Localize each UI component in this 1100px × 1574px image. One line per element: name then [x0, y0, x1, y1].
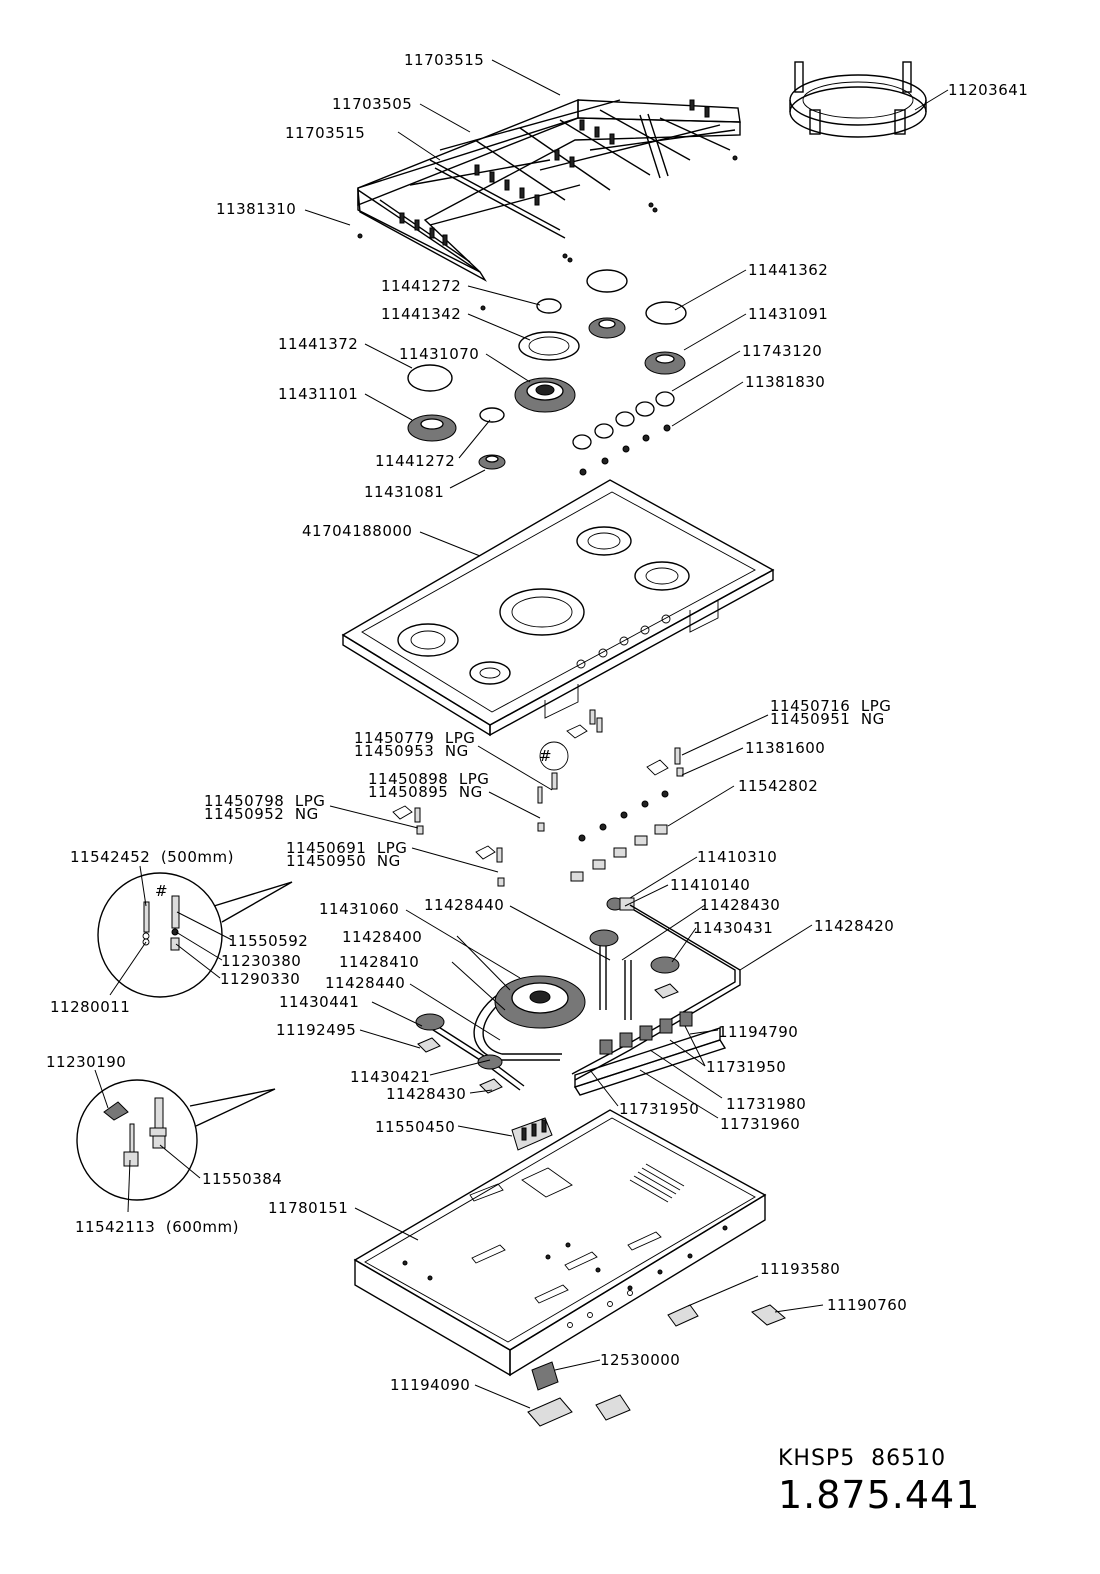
- part-label: 11431060: [319, 900, 399, 918]
- tray-brackets: [527, 1304, 786, 1427]
- gas-manifold-pipes: [415, 897, 741, 1094]
- part-label: 11190760: [827, 1296, 907, 1314]
- part-label: 11428430: [386, 1085, 466, 1103]
- burner-caps: [407, 269, 687, 423]
- part-label: 11194090: [390, 1376, 470, 1394]
- part-label: 11743120: [742, 342, 822, 360]
- part-label: 11430431: [693, 919, 773, 937]
- part-label: 11542802: [738, 777, 818, 795]
- part-label: 11194790: [718, 1023, 798, 1041]
- valves: [570, 790, 669, 882]
- part-label: 11441272: [375, 452, 455, 470]
- part-label: 11441272: [381, 277, 461, 295]
- part-label: 11428400: [342, 928, 422, 946]
- part-label: 11731950: [619, 1100, 699, 1118]
- part-label: 11431091: [748, 305, 828, 323]
- part-label: 11703515: [285, 124, 365, 142]
- part-labels: 11703515 11703505 11703515 11203641 1138…: [46, 51, 1028, 1394]
- wok-ring: [789, 61, 927, 138]
- part-label: 11428440: [424, 896, 504, 914]
- part-label: 11428410: [339, 953, 419, 971]
- detail-hash-mark-1: #: [155, 882, 168, 900]
- part-label: 11280011: [50, 998, 130, 1016]
- part-label: 11410140: [670, 876, 750, 894]
- part-label: 11192495: [276, 1021, 356, 1039]
- part-label: 11450952 NG: [204, 805, 319, 823]
- part-label: 11550384: [202, 1170, 282, 1188]
- detail-hash-mark-2: #: [539, 747, 552, 765]
- part-label: 11703515: [404, 51, 484, 69]
- part-label: 11441372: [278, 335, 358, 353]
- part-label: 11230190: [46, 1053, 126, 1071]
- part-label: 11193580: [760, 1260, 840, 1278]
- base-tray: [353, 1109, 767, 1377]
- part-label: 11450898 LPG: [368, 770, 489, 788]
- part-label: 11441362: [748, 261, 828, 279]
- part-label: 11430421: [350, 1068, 430, 1086]
- part-label: 11450951 NG: [770, 710, 885, 728]
- part-label: 11203641: [948, 81, 1028, 99]
- part-label: 11731950: [706, 1058, 786, 1076]
- drawing-number: 1.875.441: [778, 1473, 980, 1517]
- part-label: 11450950 NG: [286, 852, 401, 870]
- part-label: 11780151: [268, 1199, 348, 1217]
- part-label: 11431101: [278, 385, 358, 403]
- part-label: 11731960: [720, 1115, 800, 1133]
- control-knobs: [572, 391, 675, 476]
- part-label: 11450779 LPG: [354, 729, 475, 747]
- part-label: 11450691 LPG: [286, 839, 407, 857]
- part-label: 12530000: [600, 1351, 680, 1369]
- part-label: 11381600: [745, 739, 825, 757]
- part-label: 11450798 LPG: [204, 792, 325, 810]
- part-label: 11431081: [364, 483, 444, 501]
- part-label: 11428430: [700, 896, 780, 914]
- part-label: 11542113 (600mm): [75, 1218, 239, 1236]
- part-label: 11441342: [381, 305, 461, 323]
- injectors: [392, 709, 684, 887]
- model-code: KHSP5 86510: [778, 1446, 946, 1471]
- part-label: 11731980: [726, 1095, 806, 1113]
- part-label: 11431070: [399, 345, 479, 363]
- part-label: 11428420: [814, 917, 894, 935]
- burner-heads: [407, 317, 686, 470]
- valve-rail: [573, 1011, 727, 1096]
- part-label: 11381830: [745, 373, 825, 391]
- part-label: 11410310: [697, 848, 777, 866]
- ignition-generator: [511, 1117, 553, 1151]
- part-label: 11290330: [220, 970, 300, 988]
- part-label: 11550450: [375, 1118, 455, 1136]
- part-label: 11430441: [279, 993, 359, 1011]
- title-block: KHSP5 86510 1.875.441: [778, 1446, 980, 1517]
- part-label: 11450895 NG: [368, 783, 483, 801]
- part-label: 11428440: [325, 974, 405, 992]
- hob-top: [341, 479, 775, 737]
- detail-bubble-igniter: [76, 1079, 276, 1201]
- part-label: 41704188000: [302, 522, 412, 540]
- part-label: 11230380: [221, 952, 301, 970]
- part-label: 11550592: [228, 932, 308, 950]
- part-label: 11703505: [332, 95, 412, 113]
- part-label: 11450953 NG: [354, 742, 469, 760]
- part-label: 11450716 LPG: [770, 697, 891, 715]
- part-label: 11542452 (500mm): [70, 848, 234, 866]
- pan-supports-grate: [357, 98, 741, 311]
- leader-lines: [94, 59, 949, 1409]
- part-label: 11381310: [216, 200, 296, 218]
